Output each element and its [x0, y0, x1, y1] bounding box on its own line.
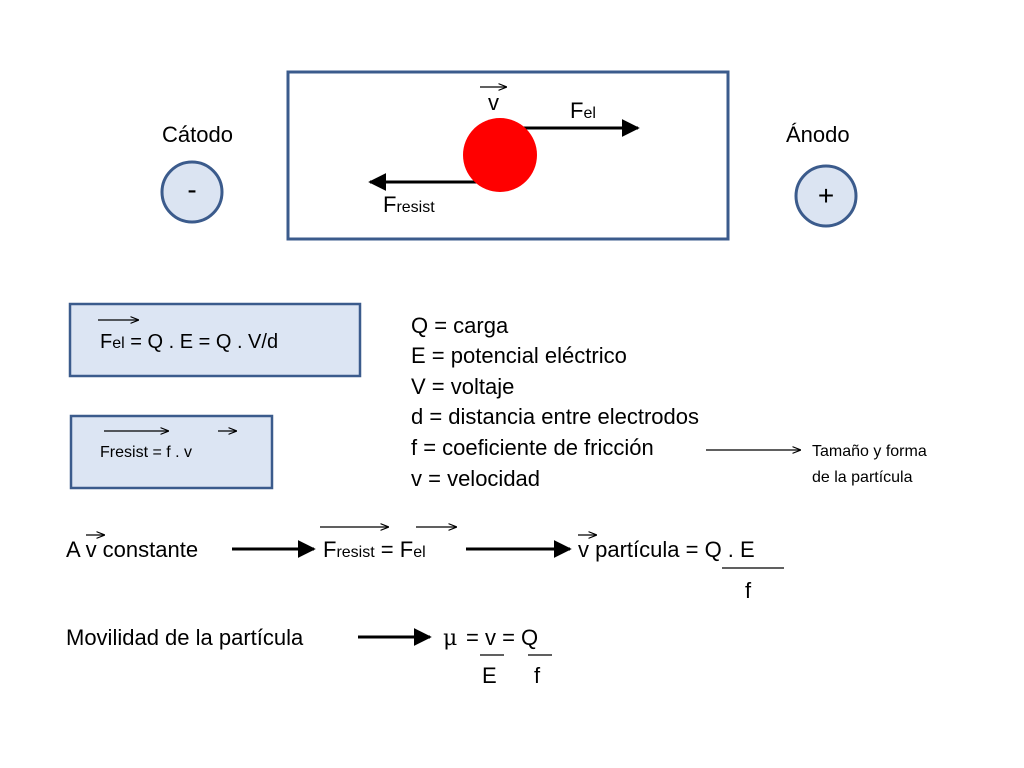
mobility-denominator-f: f — [534, 663, 541, 688]
constant-fresist-main: F — [323, 537, 337, 562]
mobility-mu-symbol: μ — [443, 626, 458, 651]
fel-formula: Fel = Q . E = Q . V/d — [100, 332, 278, 352]
definition-velocity: v = velocidad — [411, 466, 541, 491]
fresist-formula: Fresist = f . v — [100, 445, 192, 461]
definition-friction: f = coeficiente de fricción — [411, 435, 654, 460]
fresist-label-sub: resist — [396, 199, 435, 216]
constant-fresist: Fresist = Fel — [323, 539, 426, 561]
fel-formula-f: F — [100, 331, 113, 353]
anode-label: Ánodo — [786, 122, 850, 147]
constant-fel-main: F — [399, 537, 414, 562]
fel-label-main: F — [570, 98, 584, 123]
fel-formula-rest: = Q . E = Q . V/d — [124, 331, 279, 353]
definition-voltage: V = voltaje — [411, 374, 515, 399]
fel-label: Fel — [570, 100, 596, 122]
note-line-1: Tamaño y forma — [812, 443, 927, 460]
fresist-formula-sub: resist — [109, 444, 149, 461]
particle — [463, 118, 537, 192]
definition-potential: E = potencial eléctrico — [411, 343, 627, 368]
definition-charge: Q = carga — [411, 313, 509, 338]
constant-fresist-sub: resist — [336, 544, 375, 561]
fresist-formula-f: F — [100, 444, 110, 461]
fresist-formula-box — [69, 414, 274, 490]
anode-electrode — [794, 164, 858, 228]
constant-result: v partícula = Q . E — [578, 537, 755, 562]
anode-symbol: + — [817, 180, 835, 211]
mobility-expression: = v = Q — [466, 625, 539, 650]
definition-distance: d = distancia entre electrodos — [411, 404, 700, 429]
constant-denominator: f — [745, 578, 752, 603]
velocity-label: v — [488, 90, 499, 115]
cathode-symbol: - — [187, 174, 197, 205]
fresist-label: Fresist — [383, 194, 435, 216]
constant-lead: A v constante — [66, 537, 199, 562]
mobility-denominator-e: E — [482, 663, 497, 688]
constant-fel-sub: el — [413, 544, 426, 561]
mobility-lead: Movilidad de la partícula — [66, 625, 304, 650]
cathode-label: Cátodo — [162, 122, 233, 147]
fel-label-sub: el — [583, 105, 596, 122]
fel-formula-box — [68, 302, 362, 378]
constant-equals: = — [374, 537, 400, 562]
note-line-2: de la partícula — [812, 469, 913, 486]
cathode-electrode — [160, 160, 224, 224]
fresist-label-main: F — [383, 192, 397, 217]
fel-formula-sub: el — [112, 335, 125, 352]
fresist-formula-rest: = f . v — [148, 444, 193, 461]
